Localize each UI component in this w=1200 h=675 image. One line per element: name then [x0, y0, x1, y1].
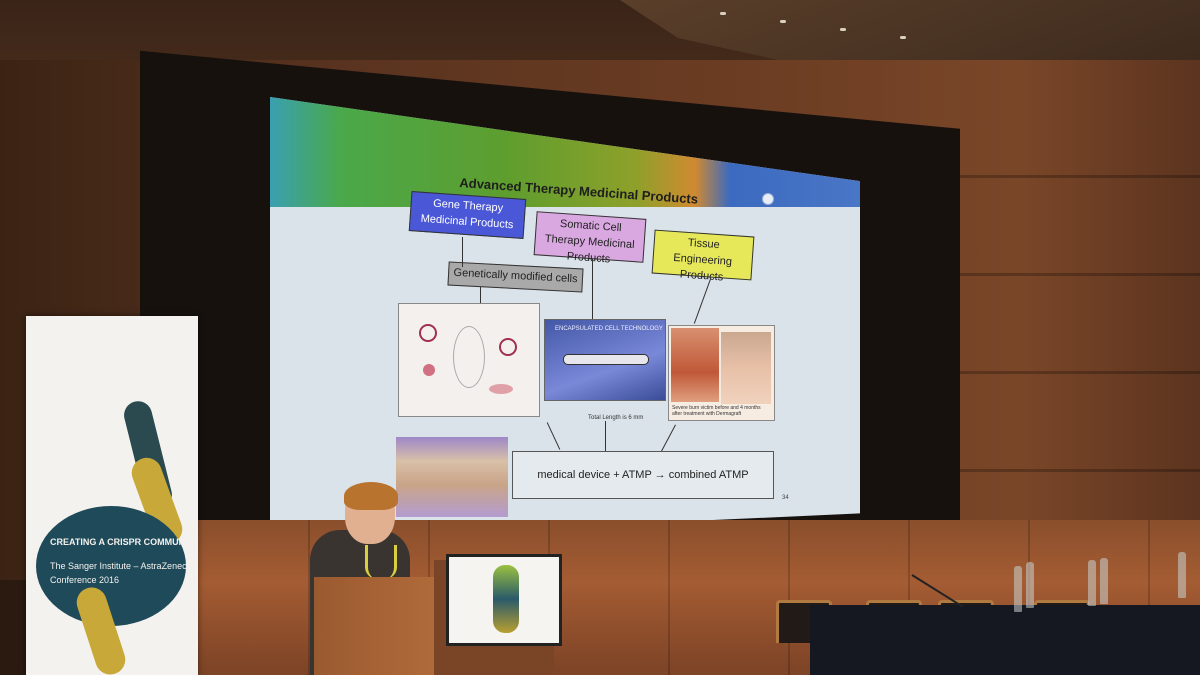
podium-sign	[446, 554, 562, 646]
human-outline	[453, 326, 485, 388]
connector-line	[592, 259, 593, 319]
burn-victim-photo: Severe burn victim before and 4 months a…	[668, 325, 775, 421]
water-bottle	[1178, 552, 1186, 598]
water-bottle	[1100, 558, 1108, 604]
slide-page-number: 34	[782, 495, 789, 501]
speaker-lanyard	[365, 545, 397, 579]
patient-before-image	[671, 328, 719, 402]
combined-atmp-box: medical device + ATMP → combined ATMP	[512, 451, 774, 499]
podium	[314, 577, 434, 675]
slide-logo	[762, 193, 774, 205]
arrow-line	[605, 421, 606, 451]
capsule-rod	[563, 354, 649, 365]
connector-line	[462, 237, 463, 267]
gene-therapy-diagram-image	[398, 303, 540, 417]
water-bottle	[1088, 560, 1096, 606]
patient-after-image	[721, 332, 771, 404]
water-bottle	[1014, 566, 1022, 612]
somatic-cell-therapy-box: Somatic Cell Therapy Medicinal Products	[533, 211, 647, 265]
encapsulated-cell-image: ENCAPSULATED CELL TECHNOLOGY	[544, 319, 666, 401]
connector-line	[480, 287, 481, 305]
arrow-line	[546, 422, 561, 450]
cell-figure	[499, 338, 517, 356]
speaker-hair	[344, 482, 398, 510]
podium-logo	[493, 565, 519, 633]
banner-title: CREATING A CRISPR COMMUNITY	[50, 537, 198, 547]
genetically-modified-cells-box: Genetically modified cells	[447, 261, 584, 293]
cell-figure	[419, 324, 437, 342]
connector-line	[693, 278, 712, 324]
photo-caption: Severe burn victim before and 4 months a…	[672, 405, 761, 417]
cell-figure	[423, 364, 435, 376]
ceiling-light	[840, 28, 846, 31]
ceiling-light	[780, 20, 786, 23]
gene-therapy-box: Gene Therapy Medicinal Products	[408, 191, 527, 239]
conference-banner: CREATING A CRISPR COMMUNITY The Sanger I…	[26, 316, 198, 675]
water-bottle	[1026, 562, 1034, 608]
wall-panels	[960, 80, 1200, 580]
ceiling-light	[900, 36, 906, 39]
scale-label: Total Length is 6 mm	[588, 415, 644, 421]
tissue-engineering-box: Tissue Engineering Products	[651, 229, 755, 283]
tissue-histology-image	[396, 437, 508, 517]
banner-year: Conference 2016	[50, 575, 120, 585]
ceiling-light	[720, 12, 726, 15]
dish-figure	[489, 384, 513, 394]
banner-shape	[36, 506, 186, 626]
panel-table	[810, 605, 1200, 675]
arrow-line	[661, 424, 676, 452]
banner-subtitle: The Sanger Institute – AstraZeneca	[50, 561, 192, 571]
chip-caption: ENCAPSULATED CELL TECHNOLOGY	[555, 326, 663, 332]
